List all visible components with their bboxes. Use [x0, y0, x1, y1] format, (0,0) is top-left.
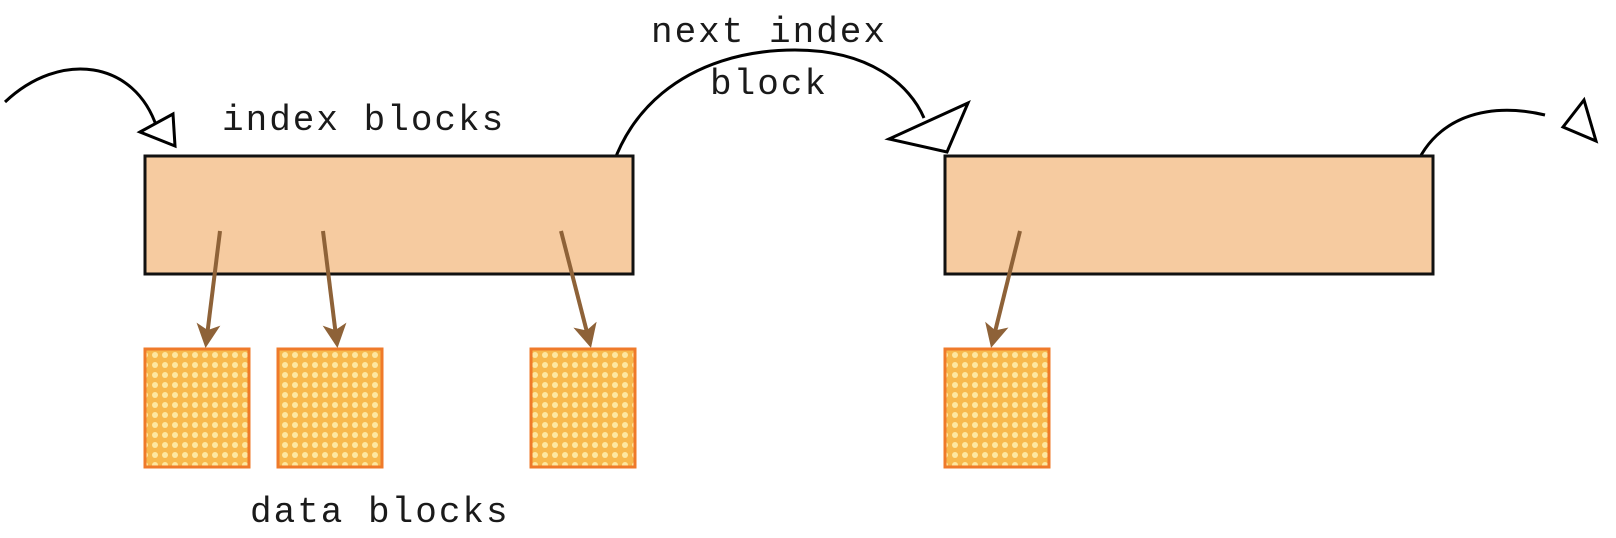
pointer-arrow-2: [321, 230, 347, 348]
index-block-1: [143, 154, 635, 276]
index-block-2: [943, 154, 1435, 276]
index-blocks-label: index blocks: [222, 100, 505, 141]
pointer-arrow-3: [559, 230, 597, 348]
data-blocks-label: data blocks: [250, 492, 510, 533]
next-index-link-curve: [601, 48, 926, 216]
data-block-2: [276, 347, 384, 469]
outgoing-link-arrowhead: [1560, 96, 1599, 144]
next-index-label-line1: next index: [651, 12, 887, 53]
data-blocks: [143, 347, 1051, 469]
data-block-1: [143, 347, 251, 469]
pointer-arrow-4: [985, 230, 1022, 348]
data-block-4: [943, 347, 1051, 469]
pointer-arrow-1: [196, 230, 222, 348]
data-block-3: [529, 347, 637, 469]
entry-link-arrowhead: [136, 111, 177, 149]
pointer-arrows: [196, 230, 1022, 348]
next-index-label-line2: block: [710, 64, 828, 105]
next-index-link-arrowhead: [884, 100, 971, 154]
entry-link-curve: [3, 67, 159, 129]
